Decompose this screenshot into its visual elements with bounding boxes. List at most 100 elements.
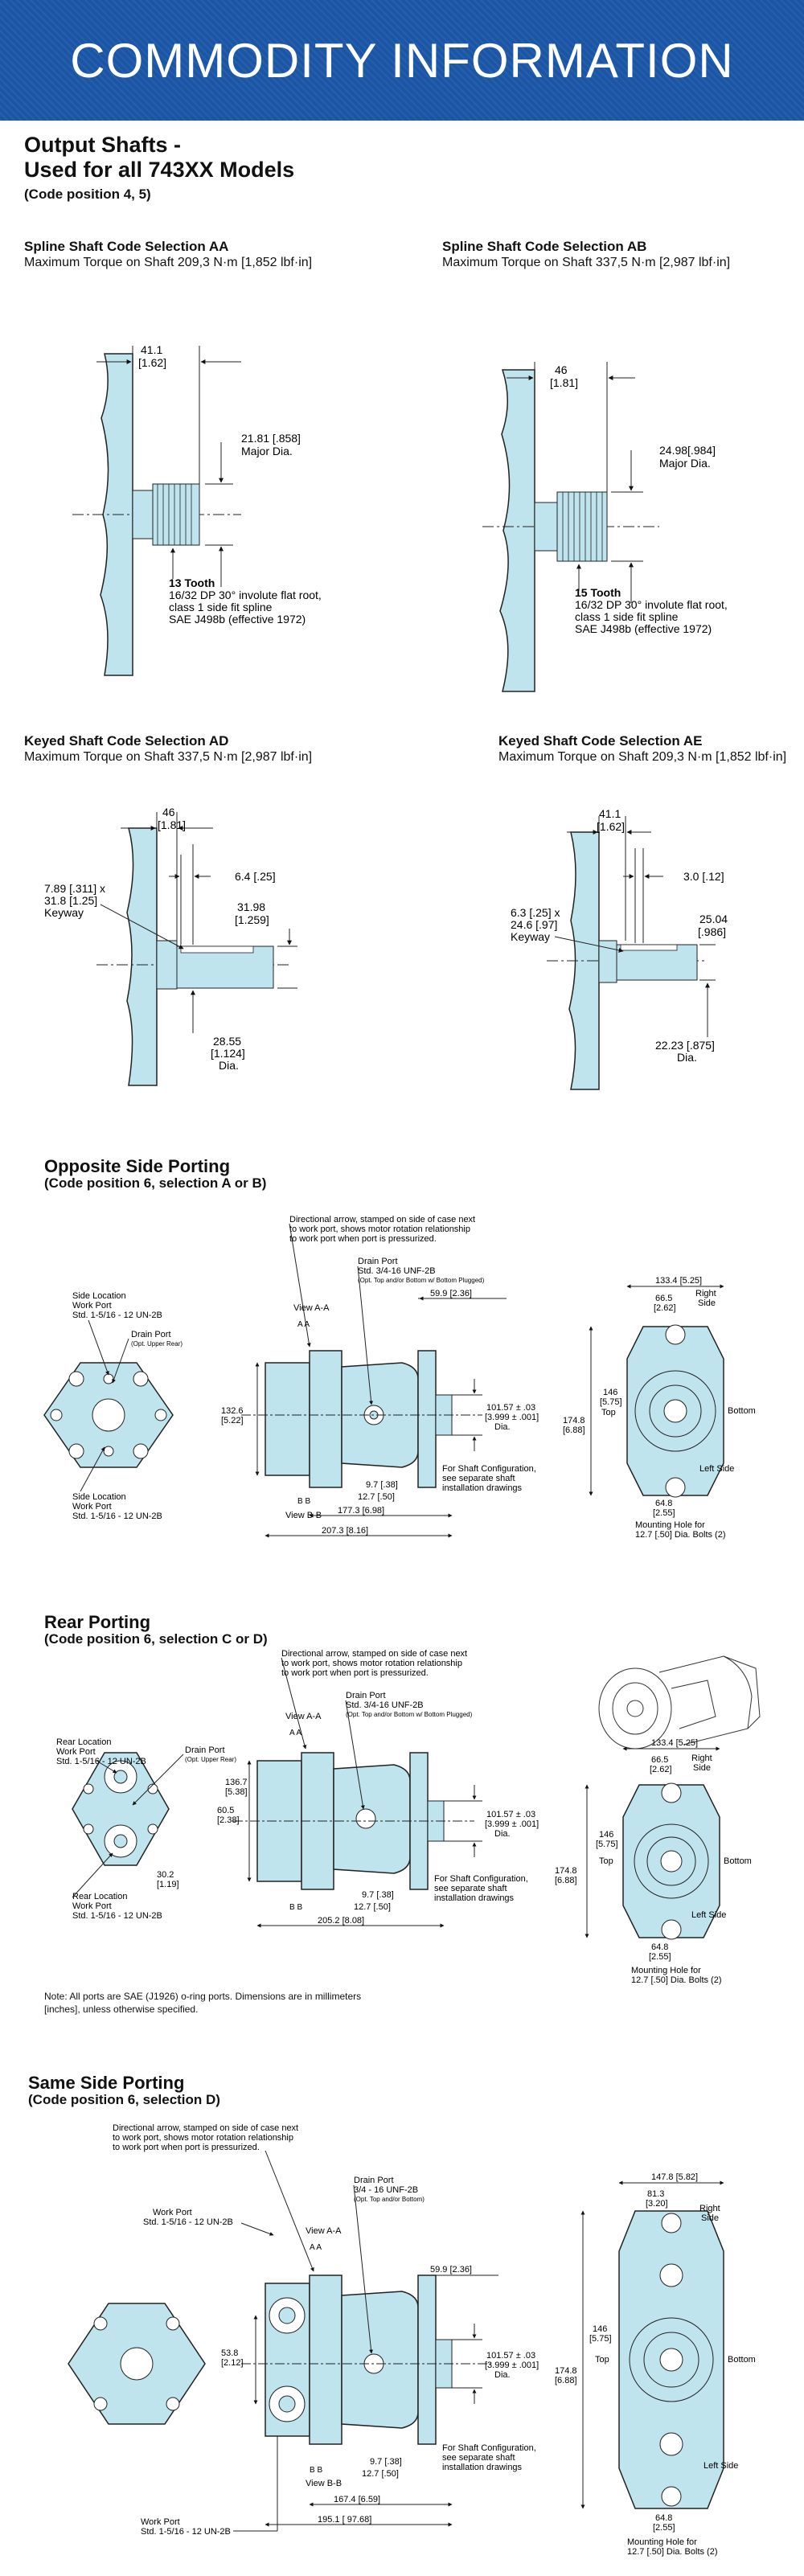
rear-dim-97: 9.7 [.38] <box>362 1890 394 1900</box>
title-line-2: Used for all 743XX Models <box>24 158 295 182</box>
dim-302b: [1.19] <box>157 1880 179 1889</box>
same-top: Top <box>595 2355 609 2365</box>
dim-648: 64.8 <box>655 1499 672 1508</box>
ae-dim-length: 41.1 <box>599 807 621 820</box>
dim-1748b: [6.88] <box>563 1425 585 1435</box>
rear-dir-3: to work port when port is pressurized. <box>281 1668 429 1678</box>
ad-key-l3: Keyway <box>44 906 84 919</box>
dim-59: 59.9 [2.36] <box>430 1289 472 1298</box>
ad-dim-dia-a: 31.98 <box>237 900 265 913</box>
dim-1326: 132.6 <box>221 1406 244 1416</box>
same-view-a-marker: A A <box>310 2243 322 2252</box>
same-dim-648b: [2.55] <box>653 2523 675 2533</box>
rear-dir-2: to work port, shows motor rotation relat… <box>281 1659 462 1668</box>
rear-drain-port: Drain Port <box>185 1745 225 1755</box>
drain-upper-label: (Opt. Upper Rear) <box>131 1340 183 1347</box>
ad-dim-bot-b: [1.124] <box>211 1047 245 1060</box>
ab-tooth-l1: 16/32 DP 30° involute flat root, <box>575 598 728 611</box>
ad-dim-bot-a: 28.55 <box>213 1035 241 1048</box>
view-a-marker: A A <box>297 1320 310 1329</box>
rear-drain-upper: (Opt. Upper Rear) <box>185 1756 236 1763</box>
bottom-label: Bottom <box>728 1406 756 1416</box>
dim-1478: 147.8 [5.82] <box>651 2172 698 2182</box>
same-work-port-b: Work Port <box>141 2517 180 2527</box>
rear-view-aa: View A-A <box>285 1712 322 1721</box>
ad-dim-dia-b: [1.259] <box>235 913 269 926</box>
dim-1334: 133.4 [5.25] <box>655 1276 702 1286</box>
shaft-cfg-1: For Shaft Configuration, <box>442 1464 536 1474</box>
same-mount-1: Mounting Hole for <box>627 2537 697 2547</box>
same-bottom: Bottom <box>728 2355 756 2365</box>
same-side-view <box>241 2275 490 2445</box>
same-right-2: Side <box>701 2213 719 2223</box>
ad-dim-bot-c: Dia. <box>219 1059 239 1072</box>
same-dim-127: 12.7 [.50] <box>362 2469 399 2479</box>
rear-porting-sub: (Code position 6, selection C or D) <box>44 1631 268 1647</box>
aa-dim-length-in: [1.62] <box>138 356 166 369</box>
same-port-spec: Std. 1-5/16 - 12 UN-2B <box>143 2217 233 2227</box>
shaft-ab-torque: Maximum Torque on Shaft 337,5 N·m [2,987… <box>442 256 731 269</box>
rear-dim-648b: [2.55] <box>649 1952 671 1962</box>
rear-work-port-b: Work Port <box>72 1901 112 1911</box>
rear-shaft-cfg-3: installation drawings <box>434 1893 515 1903</box>
dim-665: 66.5 <box>655 1294 672 1303</box>
dir-arrow-2: to work port, shows motor rotation relat… <box>289 1224 470 1234</box>
rear-dim-648: 64.8 <box>651 1942 668 1952</box>
aa-tooth-title: 13 Tooth <box>169 576 215 589</box>
ab-tooth-l3: SAE J498b (effective 1972) <box>575 622 712 635</box>
dir-arrow-3: to work port when port is pressurized. <box>289 1234 437 1244</box>
shaft-ae-heading: Keyed Shaft Code Selection AE <box>498 733 703 749</box>
same-dim-101b: [3.999 ± .001] <box>485 2361 539 2370</box>
end-view-left <box>43 1362 174 1468</box>
same-dim-59: 59.9 [2.36] <box>430 2265 472 2275</box>
front-view <box>626 1324 724 1498</box>
note-line-1: Note: All ports are SAE (J1926) o-ring p… <box>44 1991 362 2002</box>
right-side-2: Side <box>698 1298 716 1308</box>
dim-813: 81.3 <box>647 2189 664 2199</box>
rear-port-spec: Std. 1-5/16 - 12 UN-2B <box>56 1757 146 1766</box>
page-title: Output Shafts - Used for all 743XX Model… <box>24 133 294 183</box>
shaft-aa-heading: Spline Shaft Code Selection AA <box>24 239 229 254</box>
same-left: Left Side <box>704 2461 738 2471</box>
same-view-aa: View A-A <box>306 2226 342 2236</box>
rear-location-label: Rear Location <box>56 1737 112 1747</box>
shaft-cfg-2: see separate shaft <box>442 1474 515 1483</box>
rear-dim-127: 12.7 [.50] <box>354 1902 391 1912</box>
banner-title: COMMODITY INFORMATION <box>70 33 734 88</box>
rear-dim-665: 66.5 <box>651 1755 668 1765</box>
rear-dim-101b: [3.999 ± .001] <box>485 1819 539 1829</box>
same-drain-port: Drain Port <box>354 2176 394 2185</box>
same-view-b-marker: B B <box>310 2466 322 2475</box>
shaft-cfg-3: installation drawings <box>442 1483 523 1493</box>
isometric-sketch <box>598 1655 761 1749</box>
ae-dim-bot-b: Dia. <box>677 1051 697 1064</box>
rear-location-label-b: Rear Location <box>72 1892 128 1901</box>
dim-101b: [3.999 ± .001] <box>485 1413 539 1422</box>
rear-mount-2: 12.7 [.50] Dia. Bolts (2) <box>631 1975 722 1985</box>
rear-drain-side: Drain Port <box>346 1691 386 1700</box>
ad-key-l1: 7.89 [.311] x <box>44 882 105 895</box>
same-dim-101: 101.57 ± .03 <box>486 2351 535 2361</box>
ae-key-l2: 24.6 [.97] <box>511 918 557 931</box>
opposite-side-title: Opposite Side Porting <box>44 1156 231 1176</box>
dim-1674: 167.4 [6.59] <box>334 2495 380 2504</box>
same-right: Right <box>699 2204 720 2213</box>
aa-dim-length: 41.1 <box>141 343 162 356</box>
rear-dim-665b: [2.62] <box>650 1765 672 1774</box>
same-end-view <box>68 2303 206 2425</box>
page-subtitle: (Code position 4, 5) <box>24 187 151 202</box>
top-label: Top <box>601 1408 616 1417</box>
dim-605b: [2.38] <box>217 1815 240 1825</box>
ab-tooth-l2: class 1 side fit spline <box>575 610 679 623</box>
same-shaft-cfg-2: see separate shaft <box>442 2453 515 2463</box>
rear-port-spec-b: Std. 1-5/16 - 12 UN-2B <box>72 1911 162 1921</box>
ae-dim-dia-b: [.986] <box>698 925 726 938</box>
rear-left: Left Side <box>691 1910 726 1920</box>
ae-dim-length-in: [1.62] <box>597 820 625 833</box>
dim-dia: Dia. <box>494 1422 511 1432</box>
keyed-shaft-drawings: 46 [1.81] 6.4 [.25] 31.98 [1.259] 7.89 [… <box>44 806 728 1090</box>
dim-665b: [2.62] <box>654 1303 676 1313</box>
rear-bottom: Bottom <box>724 1856 752 1866</box>
rear-dim-dia: Dia. <box>494 1829 511 1839</box>
rear-view-a-marker: A A <box>289 1729 302 1737</box>
